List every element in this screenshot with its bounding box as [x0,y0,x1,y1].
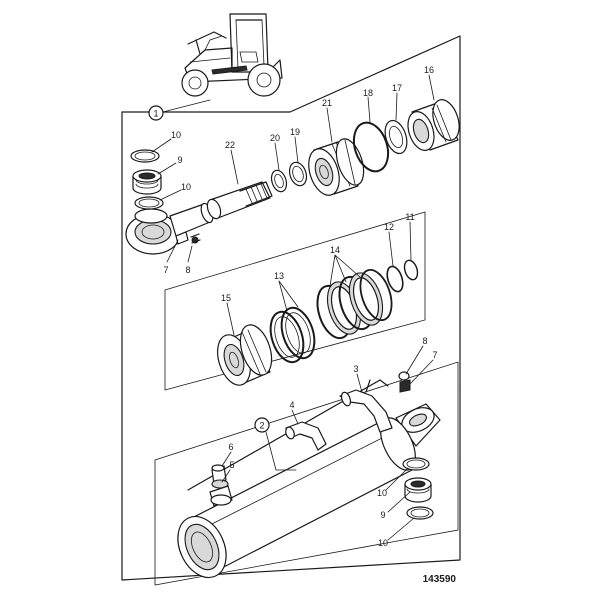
backup-ring-11 [403,259,419,281]
callout-1: 1 [148,105,164,121]
callout-8-bottom: 8 [422,336,427,346]
piston-seal-set-14 [316,268,393,340]
bleed-valve-5-6 [209,464,233,507]
callout-numbers: 10 9 10 7 8 22 20 19 21 18 17 16 15 13 1… [163,65,437,548]
gland-nut-16 [407,99,460,151]
grease-nipple-top [175,231,201,245]
callout-13: 13 [274,271,284,281]
backup-ring-17 [384,119,408,155]
tractor-thumbnail [154,13,283,115]
callout-2: 2 [254,417,270,433]
gland-seal-stack-bottom [402,457,434,520]
callout-14: 14 [330,245,340,255]
hydraulic-pipe-3 [339,379,393,433]
callout-1-label: 1 [153,109,158,119]
callout-21: 21 [322,98,332,108]
wear-rings-13 [269,306,316,364]
callout-12: 12 [384,222,394,232]
gland-seal-stack-top [130,149,164,210]
leader-lines [151,74,435,541]
callout-10-top-a: 10 [171,130,181,140]
o-ring-12 [386,265,404,293]
rod-seals-19-20 [270,161,308,193]
cylinder-barrel-2 [177,379,441,579]
figure-id: 143590 [423,574,457,585]
callout-6: 6 [228,442,233,452]
callout-2-label: 2 [259,421,264,431]
callout-19: 19 [290,127,300,137]
callout-17: 17 [392,83,402,93]
piston-15 [217,324,273,386]
o-ring-18 [352,121,390,173]
rod-eye-end-cap [125,202,214,255]
callout-18: 18 [363,88,373,98]
callout-5: 5 [229,460,234,470]
callout-22: 22 [225,140,235,150]
callout-11: 11 [405,212,414,222]
callout-15: 15 [221,293,231,303]
piston-rod [206,181,273,220]
callout-8-top: 8 [185,265,190,275]
callout-9-top: 9 [177,155,182,165]
callout-3: 3 [353,364,358,374]
callout-20: 20 [270,133,280,143]
callout-10-bottom-a: 10 [377,488,387,498]
callout-7-top: 7 [163,265,168,275]
callout-4: 4 [289,400,294,410]
callout-16: 16 [424,65,434,75]
callout-9-bottom: 9 [380,510,385,520]
callout-10-top-b: 10 [181,182,191,192]
callout-10-bottom-b: 10 [378,538,388,548]
gland-housing [308,138,365,196]
grease-nipple-bottom [398,371,411,393]
hydraulic-pipe-4 [285,421,327,451]
callout-7-bottom: 7 [432,350,437,360]
